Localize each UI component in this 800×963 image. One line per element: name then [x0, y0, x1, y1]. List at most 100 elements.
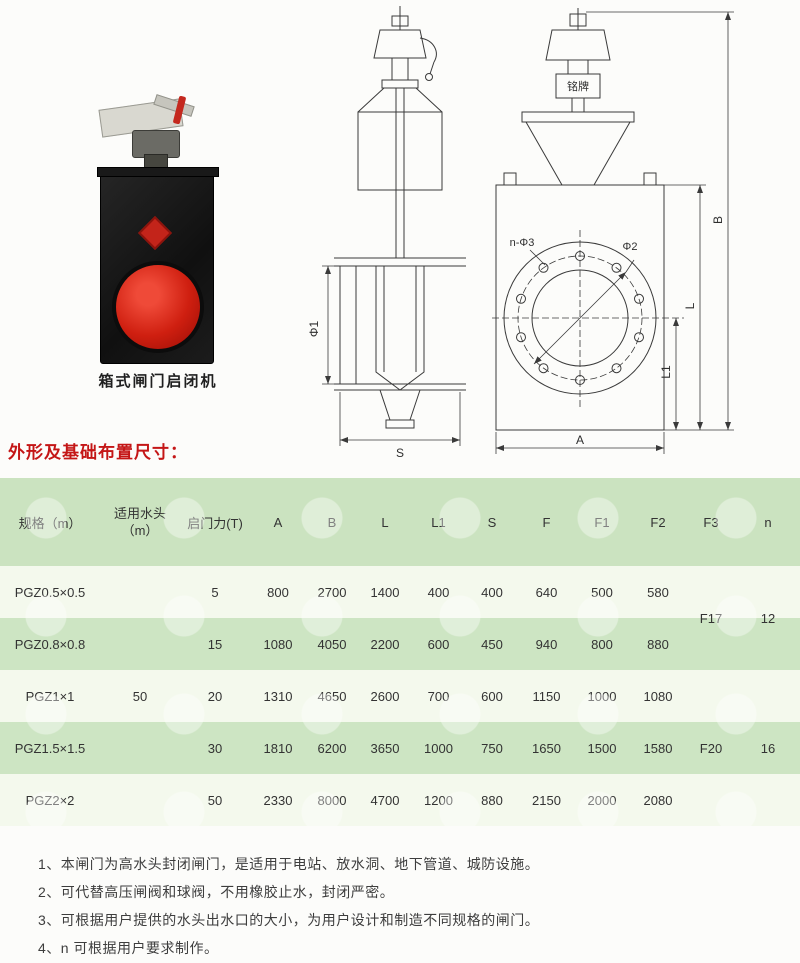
cell-F1: 2000	[574, 774, 630, 826]
col-header-A: A	[250, 478, 306, 566]
cell-F2: 580	[630, 566, 686, 618]
table-row: PGZ1.5×1.5 30 1810 6200 3650 1000 750 16…	[0, 722, 800, 774]
spec-table-wrap: 规格（m） 适用水头 （m） 启门力(T) A B L L1 S F F1 F2…	[0, 478, 800, 826]
cell-spec: PGZ0.8×0.8	[0, 618, 100, 670]
valve-body	[97, 167, 219, 364]
dim-a-label: A	[576, 433, 584, 447]
col-header-water-head: 适用水头 （m）	[100, 478, 180, 566]
side-view-drawing: Φ1 S	[307, 6, 466, 460]
cell-force: 20	[180, 670, 250, 722]
cell-A: 1080	[250, 618, 306, 670]
cell-L: 2200	[358, 618, 412, 670]
cell-force: 50	[180, 774, 250, 826]
cell-L1: 1000	[412, 722, 465, 774]
cell-F2: 2080	[630, 774, 686, 826]
dim-l-label: L	[683, 302, 697, 309]
cell-L: 1400	[358, 566, 412, 618]
table-row: PGZ0.8×0.8 15 1080 4050 2200 600 450 940…	[0, 618, 800, 670]
nameplate-label: 铭牌	[567, 79, 589, 93]
col-header-L: L	[358, 478, 412, 566]
cell-B: 6200	[306, 722, 358, 774]
dim-l1-label: L1	[659, 365, 673, 379]
cell-L1: 700	[412, 670, 465, 722]
drawing-svg: Φ1 S 铭牌	[307, 6, 734, 460]
note-line-1: 1、本闸门为高水头封闭闸门，是适用于电站、放水洞、地下管道、城防设施。	[38, 856, 540, 872]
col-header-F3: F3	[686, 478, 736, 566]
dim-n-phi3-label: n-Φ3	[510, 237, 535, 249]
col-header-S: S	[465, 478, 519, 566]
cell-B: 2700	[306, 566, 358, 618]
cell-B: 4050	[306, 618, 358, 670]
cell-F3-group1: F17	[686, 566, 736, 670]
cell-spec: PGZ2×2	[0, 774, 100, 826]
cell-force: 30	[180, 722, 250, 774]
cell-spec: PGZ0.5×0.5	[0, 566, 100, 618]
dim-phi1-label: Φ1	[307, 321, 321, 338]
col-header-spec: 规格（m）	[0, 478, 100, 566]
cell-n-group1: 12	[736, 566, 800, 670]
cell-L1: 1200	[412, 774, 465, 826]
dim-phi2-label: Φ2	[623, 241, 638, 253]
valve-top-rail	[97, 167, 219, 177]
dim-b-label: B	[711, 216, 725, 224]
cell-L: 3650	[358, 722, 412, 774]
cell-F1: 800	[574, 618, 630, 670]
cell-F: 1650	[519, 722, 574, 774]
cell-F1: 500	[574, 566, 630, 618]
cell-F: 2150	[519, 774, 574, 826]
cell-force: 5	[180, 566, 250, 618]
cell-A: 1310	[250, 670, 306, 722]
table-row: PGZ0.5×0.5 50 5 800 2700 1400 400 400 64…	[0, 566, 800, 826]
technical-drawings-section: 箱式闸门启闭机	[0, 0, 800, 465]
cell-spec: PGZ1.5×1.5	[0, 722, 100, 774]
note-line-4: 4、n 可根据用户要求制作。	[38, 940, 219, 956]
cell-F: 1150	[519, 670, 574, 722]
note-line-2: 2、可代替高压闸阀和球阀，不用橡胶止水，封闭严密。	[38, 884, 395, 900]
table-row: PGZ1×1 20 1310 4650 2600 700 600 1150 10…	[0, 670, 800, 826]
photo-caption: 箱式闸门启闭机	[98, 373, 218, 390]
cell-F1: 1500	[574, 722, 630, 774]
col-header-B: B	[306, 478, 358, 566]
cell-A: 2330	[250, 774, 306, 826]
cell-water-head: 50	[100, 566, 180, 826]
cell-force: 15	[180, 618, 250, 670]
cell-F: 940	[519, 618, 574, 670]
cell-S: 880	[465, 774, 519, 826]
valve-opening	[112, 261, 204, 353]
cell-F2: 880	[630, 618, 686, 670]
cell-S: 400	[465, 566, 519, 618]
cell-L1: 600	[412, 618, 465, 670]
spec-table: 规格（m） 适用水头 （m） 启门力(T) A B L L1 S F F1 F2…	[0, 478, 800, 826]
table-header-row: 规格（m） 适用水头 （m） 启门力(T) A B L L1 S F F1 F2…	[0, 478, 800, 566]
notes-section: 1、本闸门为高水头封闭闸门，是适用于电站、放水洞、地下管道、城防设施。 2、可代…	[38, 850, 778, 962]
cell-F1: 1000	[574, 670, 630, 722]
col-header-L1: L1	[412, 478, 465, 566]
cell-B: 4650	[306, 670, 358, 722]
cell-A: 800	[250, 566, 306, 618]
cell-A: 1810	[250, 722, 306, 774]
col-header-force: 启门力(T)	[180, 478, 250, 566]
cell-S: 600	[465, 670, 519, 722]
front-view-drawing: 铭牌	[492, 8, 734, 454]
cell-n-group2: 16	[736, 670, 800, 826]
product-photo	[96, 94, 219, 364]
col-header-F1: F1	[574, 478, 630, 566]
cell-S: 750	[465, 722, 519, 774]
col-header-n: n	[736, 478, 800, 566]
cell-F2: 1580	[630, 722, 686, 774]
col-header-F2: F2	[630, 478, 686, 566]
cell-S: 450	[465, 618, 519, 670]
brand-diamond-logo	[138, 216, 172, 250]
cell-F3-group2: F20	[686, 670, 736, 826]
cell-spec: PGZ1×1	[0, 670, 100, 722]
cell-L: 2600	[358, 670, 412, 722]
section-heading: 外形及基础布置尺寸：	[8, 443, 188, 462]
cell-L1: 400	[412, 566, 465, 618]
cell-B: 8000	[306, 774, 358, 826]
cell-F2: 1080	[630, 670, 686, 722]
col-header-F: F	[519, 478, 574, 566]
dim-s-label: S	[396, 446, 404, 460]
note-line-3: 3、可根据用户提供的水头出水口的大小，为用户设计和制造不同规格的闸门。	[38, 912, 540, 928]
cell-L: 4700	[358, 774, 412, 826]
cell-F: 640	[519, 566, 574, 618]
